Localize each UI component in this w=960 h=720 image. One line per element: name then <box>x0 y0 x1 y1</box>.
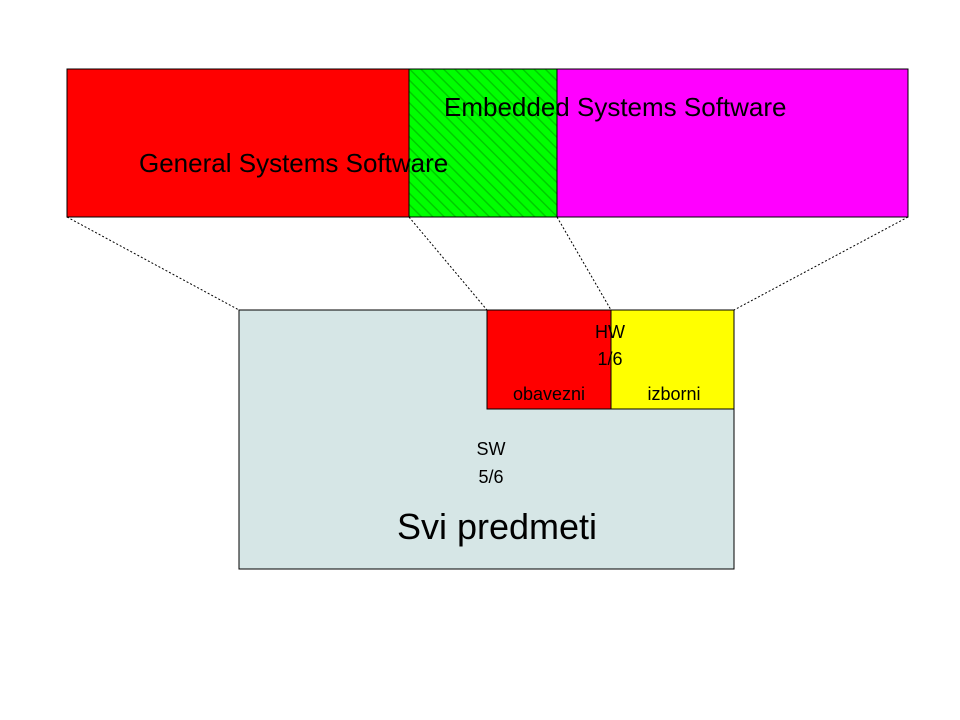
embedded-systems-label: Embedded Systems Software <box>444 92 787 122</box>
all-subjects-title: Svi predmeti <box>397 506 597 547</box>
projection-line-left <box>66 216 240 311</box>
hw-elective-region <box>610 309 735 410</box>
hw-mandatory-region <box>486 309 612 410</box>
general-systems-region <box>66 68 410 218</box>
embedded-systems-region <box>556 68 909 218</box>
overlap-region <box>408 68 558 218</box>
projection-line-mid-left <box>408 216 488 311</box>
projection-line-mid-right <box>556 216 612 311</box>
sw-label: SW <box>477 439 506 459</box>
hw-fraction: 1/6 <box>597 349 622 369</box>
projection-lines <box>66 216 909 311</box>
elective-label: izborni <box>647 384 700 404</box>
projection-line-right <box>733 216 909 311</box>
hw-label: HW <box>595 322 625 342</box>
general-systems-label: General Systems Software <box>139 148 448 178</box>
mandatory-label: obavezni <box>513 384 585 404</box>
sw-fraction: 5/6 <box>478 467 503 487</box>
